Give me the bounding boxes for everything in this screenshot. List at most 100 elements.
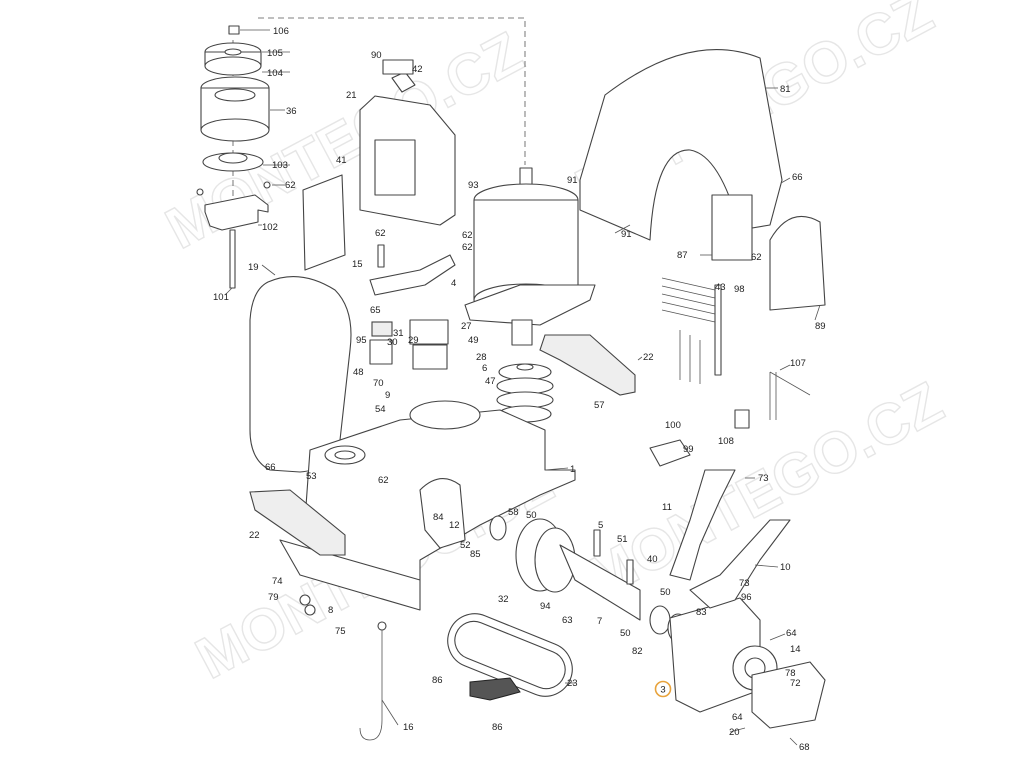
callout-label: 98 <box>734 284 745 295</box>
switch-49 <box>412 344 448 370</box>
callout-label: 85 <box>470 549 481 560</box>
callout-label: 4 <box>451 278 456 289</box>
callout-label: 48 <box>353 367 364 378</box>
callout-label: 7 <box>597 616 602 627</box>
callout-label: 99 <box>683 444 694 455</box>
screw-62 <box>196 188 204 196</box>
screw-62 <box>263 181 271 189</box>
callout-label: 11 <box>662 502 672 513</box>
callout-label: 52 <box>460 540 471 551</box>
callout-label: 100 <box>665 420 681 431</box>
belt-23 <box>447 613 573 701</box>
callout-label: 91 <box>621 229 632 240</box>
callout-label: 103 <box>272 160 288 171</box>
callout-label: 36 <box>286 106 297 117</box>
callout-label: 10 <box>780 562 791 573</box>
wire <box>661 301 716 315</box>
callout-label: 79 <box>268 592 279 603</box>
terminal-42 <box>382 59 414 75</box>
connector-strip <box>714 284 722 376</box>
nut-106 <box>228 25 240 35</box>
callout-label: 78 <box>785 668 796 679</box>
pin-40 <box>626 559 634 585</box>
belt-inner <box>454 620 566 690</box>
callout-label: 68 <box>799 742 810 753</box>
callout-label: 50 <box>620 628 631 639</box>
callout-label: 90 <box>371 50 382 61</box>
switch-30 <box>369 339 393 365</box>
callout-label: 22 <box>643 352 654 363</box>
callout-label: 66 <box>792 172 803 183</box>
highlighted-callout[interactable]: 3 <box>654 680 672 698</box>
wire <box>661 285 716 299</box>
highlight-ring[interactable] <box>654 680 672 698</box>
callout-label: 57 <box>594 400 605 411</box>
callout-label: 107 <box>790 358 806 369</box>
callout-label: 6 <box>482 363 487 374</box>
gear-cover-84 <box>419 478 466 549</box>
nut-74 <box>299 594 311 606</box>
wire <box>661 309 716 323</box>
callout-label: 62 <box>462 242 473 253</box>
cover-81 <box>579 49 783 241</box>
callout-label: 64 <box>786 628 797 639</box>
callout-label: 106 <box>273 26 289 37</box>
bracket-29 <box>409 319 449 345</box>
screw-15 <box>377 244 385 268</box>
control-unit <box>302 59 456 370</box>
callout-label: 14 <box>790 644 801 655</box>
callout-label: 58 <box>508 507 519 518</box>
housing-cavity <box>409 400 481 430</box>
hook-bolt-16 <box>359 628 383 741</box>
callout-label: 31 <box>393 328 404 339</box>
bolt-101 <box>229 229 236 289</box>
spacer-108 <box>734 409 750 429</box>
callout-label: 62 <box>462 230 473 241</box>
wire <box>661 293 716 307</box>
callout-label: 23 <box>567 678 578 689</box>
lever-11 <box>669 469 736 581</box>
clutch-stack <box>196 25 271 289</box>
motor-shaft <box>519 167 533 187</box>
callout-label: 62 <box>285 180 296 191</box>
housing-base <box>279 539 421 611</box>
callout-labels: 106 105 104 36 103 62 102 101 19 90 42 2… <box>213 26 826 753</box>
callout-label: 89 <box>815 321 826 332</box>
shaft-7 <box>559 544 641 621</box>
bearing-58 <box>489 515 507 541</box>
callout-label: 20 <box>729 727 740 738</box>
board-21-relay <box>374 139 416 196</box>
callout-label: 53 <box>306 471 317 482</box>
callout-label: 95 <box>356 335 367 346</box>
callout-label: 105 <box>267 48 283 59</box>
callout-label: 74 <box>272 576 283 587</box>
lever-4 <box>369 254 456 296</box>
callout-label: 73 <box>739 578 750 589</box>
callout-label: 41 <box>336 155 347 166</box>
handle-22-lower <box>249 489 346 556</box>
callout-label: 30 <box>387 337 398 348</box>
bushing-103 <box>218 152 248 164</box>
callout-label: 91 <box>567 175 578 186</box>
callout-label: 27 <box>461 321 472 332</box>
housing-1 <box>279 400 576 611</box>
cover-20 <box>751 661 826 729</box>
callout-label: 70 <box>373 378 384 389</box>
callout-label: 83 <box>696 607 707 618</box>
callout-label: 86 <box>432 675 443 686</box>
washer-79 <box>304 604 316 616</box>
callout-label: 104 <box>267 68 283 79</box>
callout-label: 94 <box>540 601 551 612</box>
callout-label: 84 <box>433 512 444 523</box>
wire <box>661 277 716 291</box>
assembly-axis <box>258 17 526 165</box>
callout-label: 12 <box>449 520 460 531</box>
callout-label: 108 <box>718 436 734 447</box>
callout-label: 62 <box>378 475 389 486</box>
bearing-50 <box>649 605 671 635</box>
callout-label: 50 <box>526 510 537 521</box>
highlight-label: 3 <box>660 685 665 696</box>
callout-label: 63 <box>562 615 573 626</box>
block-31 <box>371 321 393 337</box>
